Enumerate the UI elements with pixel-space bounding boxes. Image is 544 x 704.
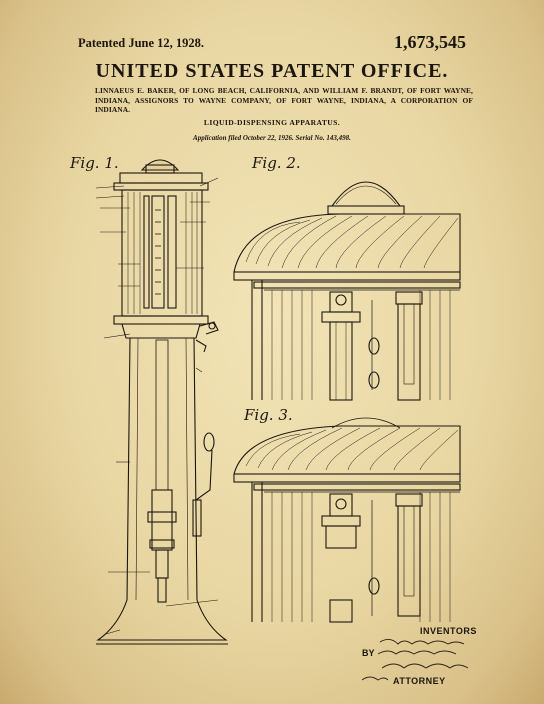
attorney-label: ATTORNEY — [393, 676, 446, 686]
inventors-label: INVENTORS — [420, 626, 477, 636]
invention-title: LIQUID-DISPENSING APPARATUS. — [203, 118, 341, 127]
fig2-detail-drawing — [233, 181, 461, 401]
fig1-label: Fig. 1. — [69, 154, 119, 172]
fig1-pump-drawing — [96, 159, 228, 645]
handwritten-signatures — [361, 639, 469, 681]
patent-number: 1,673,545 — [394, 32, 466, 52]
by-label: BY — [362, 648, 375, 658]
office-title: UNITED STATES PATENT OFFICE. — [95, 60, 449, 82]
application-line: Application filed October 22, 1926. Seri… — [193, 134, 351, 142]
fig3-label: Fig. 3. — [243, 406, 293, 424]
inventors-paragraph: LINNAEUS E. BAKER, OF LONG BEACH, CALIFO… — [95, 86, 473, 115]
fig3-detail-drawing — [233, 417, 461, 623]
fig2-label: Fig. 2. — [251, 154, 301, 172]
patented-date: Patented June 12, 1928. — [78, 36, 205, 50]
